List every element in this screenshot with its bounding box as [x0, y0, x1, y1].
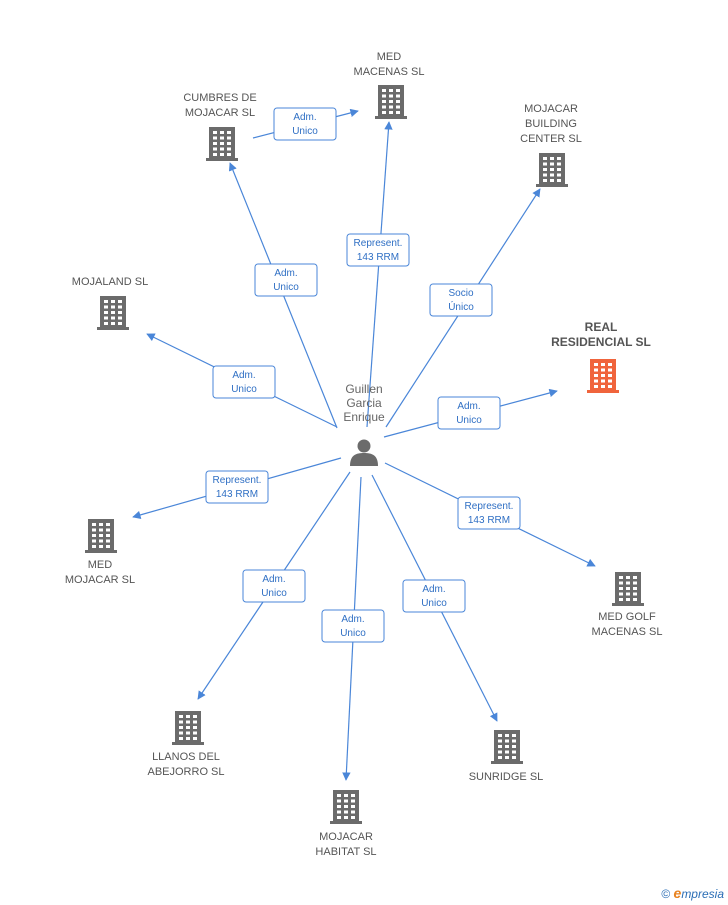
company-label: SUNRIDGE SL — [469, 771, 544, 783]
relation-box — [437, 396, 501, 430]
relation-box — [205, 470, 269, 504]
person-icon — [350, 439, 378, 466]
company-node-cumbres-mojacar[interactable]: CUMBRES DE MOJACAR SL — [183, 92, 257, 161]
building-icon — [85, 519, 117, 553]
company-node-med-mojacar[interactable]: MED MOJACAR SL — [65, 519, 135, 586]
relation-box — [402, 579, 466, 613]
company-label: MOJACAR SL — [65, 574, 135, 586]
relation-text: Unico — [340, 628, 366, 639]
company-label: MED — [88, 559, 113, 571]
relation-label-med-mojacar[interactable]: Represent. 143 RRM — [205, 470, 269, 504]
relation-label-real-residencial[interactable]: Adm. Unico — [437, 396, 501, 430]
company-label: CENTER SL — [520, 133, 582, 145]
company-label: MOJACAR SL — [185, 107, 255, 119]
relation-box — [242, 569, 306, 603]
company-node-med-golf[interactable]: MED GOLF MACENAS SL — [592, 572, 663, 638]
relation-box — [321, 609, 385, 643]
relation-text: Represent. — [213, 475, 262, 486]
company-node-llanos-abejorro[interactable]: LLANOS DEL ABEJORRO SL — [147, 711, 225, 778]
relation-text: Represent. — [465, 501, 514, 512]
relation-text: Adm. — [422, 584, 445, 595]
footer-brand[interactable]: © empresia — [661, 885, 724, 901]
relation-box — [212, 365, 276, 399]
relation-text: Único — [448, 300, 474, 313]
relation-box — [457, 496, 521, 530]
relation-box — [346, 233, 410, 267]
relation-box — [429, 283, 493, 317]
relation-label-med-macenas[interactable]: Adm. Unico — [273, 107, 337, 141]
relation-text: 143 RRM — [468, 515, 510, 526]
relation-text: Unico — [292, 126, 318, 137]
relation-text: Adm. — [457, 401, 480, 412]
company-label: MED — [377, 51, 402, 63]
company-label: MOJACAR — [319, 831, 373, 843]
company-label: ABEJORRO SL — [147, 766, 224, 778]
relation-text: Adm. — [341, 614, 364, 625]
relation-text: Adm. — [232, 370, 255, 381]
person-label: Guillen — [345, 382, 382, 396]
relation-label-cumbres-mojacar[interactable]: Adm. Unico — [254, 263, 318, 297]
relation-text: 143 RRM — [216, 489, 258, 500]
relation-text: 143 RRM — [357, 252, 399, 263]
building-icon — [330, 790, 362, 824]
person-label: Garcia — [346, 396, 382, 410]
brand-initial: e — [673, 885, 682, 901]
relation-label-mojacar-habitat[interactable]: Adm. Unico — [321, 609, 385, 643]
company-label: HABITAT SL — [315, 846, 376, 858]
company-label: MACENAS SL — [354, 66, 425, 78]
company-label: LLANOS DEL — [152, 751, 220, 763]
relation-box — [273, 107, 337, 141]
relation-text: Represent. — [354, 238, 403, 249]
relation-label-llanos-abejorro[interactable]: Adm. Unico — [242, 569, 306, 603]
company-label: MACENAS SL — [592, 626, 663, 638]
relation-label-mojaland[interactable]: Adm. Unico — [212, 365, 276, 399]
relation-label-sunridge[interactable]: Adm. Unico — [402, 579, 466, 613]
relation-text: Unico — [421, 598, 447, 609]
company-label: REAL — [585, 320, 618, 334]
relation-text: Socio — [448, 288, 473, 299]
relation-text: Unico — [273, 282, 299, 293]
company-node-mojacar-building[interactable]: MOJACAR BUILDING CENTER SL — [520, 103, 582, 187]
relation-label-med-macenas[interactable]: Represent. 143 RRM — [346, 233, 410, 267]
building-icon — [97, 296, 129, 330]
nodes-layer: MED MACENAS SL CUMBRES DE MOJACAR SL MOJACAR… — [65, 51, 663, 858]
company-label: CUMBRES DE — [183, 92, 256, 104]
company-label: MED GOLF — [598, 611, 656, 623]
company-label: MOJALAND SL — [72, 276, 148, 288]
relation-text: Adm. — [274, 268, 297, 279]
building-icon — [375, 85, 407, 119]
company-node-sunridge[interactable]: SUNRIDGE SL — [469, 730, 544, 783]
relation-label-med-golf[interactable]: Represent. 143 RRM — [457, 496, 521, 530]
company-label: BUILDING — [525, 118, 577, 130]
relation-text: Unico — [261, 588, 287, 599]
relation-text: Adm. — [262, 574, 285, 585]
relation-text: Unico — [456, 415, 482, 426]
person-label: Enrique — [343, 410, 385, 424]
company-label: RESIDENCIAL SL — [551, 335, 651, 349]
company-node-med-macenas[interactable]: MED MACENAS SL — [354, 51, 425, 119]
copyright-symbol: © — [661, 887, 671, 901]
relation-text: Unico — [231, 384, 257, 395]
company-node-mojacar-habitat[interactable]: MOJACAR HABITAT SL — [315, 790, 377, 858]
relation-text: Adm. — [293, 112, 316, 123]
building-icon — [587, 359, 619, 393]
building-icon — [612, 572, 644, 606]
building-icon — [172, 711, 204, 745]
brand-name: mpresia — [681, 887, 724, 901]
building-icon — [206, 127, 238, 161]
edge-person-to-med-macenas — [366, 121, 393, 428]
relation-box — [254, 263, 318, 297]
company-label: MOJACAR — [524, 103, 578, 115]
building-icon — [491, 730, 523, 764]
building-icon — [536, 153, 568, 187]
company-node-mojaland[interactable]: MOJALAND SL — [72, 276, 148, 330]
